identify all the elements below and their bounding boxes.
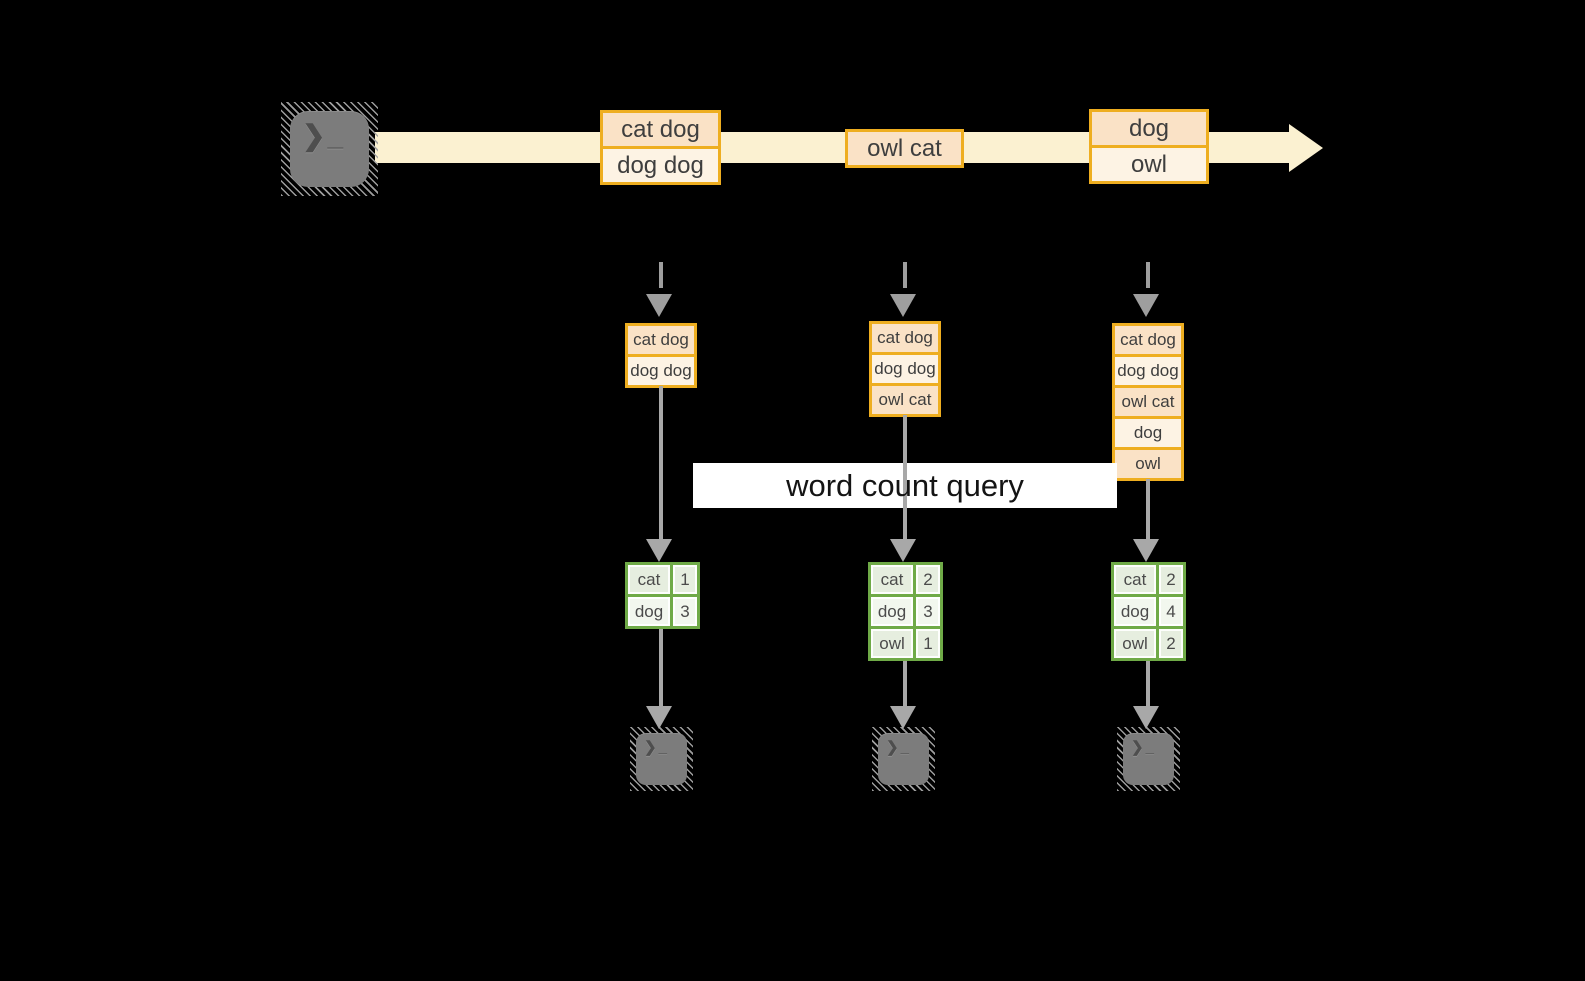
stream-event-2: owl cat [845, 129, 964, 168]
count-value: 3 [673, 597, 697, 626]
terminal-prompt-glyph: ❯_ [1131, 739, 1156, 756]
event-record: owl [1089, 145, 1209, 184]
count-value: 1 [916, 629, 940, 658]
terminal-icon-body: ❯_ [290, 111, 369, 187]
stack-record: dog dog [869, 352, 941, 386]
arrow-line [903, 661, 907, 707]
stream-event-3: dog owl [1089, 109, 1209, 184]
stack-record: dog [1112, 416, 1184, 450]
dashed-arrow-head [890, 294, 916, 317]
arrow-line [659, 386, 663, 540]
terminal-icon-body: ❯_ [878, 733, 929, 785]
count-value: 1 [673, 565, 697, 594]
count-word: dog [1114, 597, 1156, 626]
terminal-icon-output-1: ❯_ [630, 727, 693, 791]
event-record: owl cat [845, 129, 964, 168]
stack-record: owl cat [1112, 385, 1184, 419]
record-stack-3: cat dog dog dog owl cat dog owl [1112, 323, 1184, 481]
count-word: dog [628, 597, 670, 626]
event-record: cat dog [600, 110, 721, 149]
count-value: 3 [916, 597, 940, 626]
count-word: dog [871, 597, 913, 626]
terminal-icon-body: ❯_ [636, 733, 687, 785]
record-stack-2: cat dog dog dog owl cat [869, 321, 941, 417]
dashed-arrow-head [1133, 294, 1159, 317]
dashed-arrow-head [646, 294, 672, 317]
arrow-head [646, 706, 672, 729]
stack-record: cat dog [1112, 323, 1184, 357]
event-record: dog dog [600, 146, 721, 185]
count-word: cat [1114, 565, 1156, 594]
arrow-head [1133, 706, 1159, 729]
count-value: 2 [1159, 565, 1183, 594]
terminal-icon-body: ❯_ [1123, 733, 1174, 785]
arrow-head [1133, 539, 1159, 562]
terminal-icon-output-3: ❯_ [1117, 727, 1180, 791]
stack-record: owl cat [869, 383, 941, 417]
event-record: dog [1089, 109, 1209, 148]
count-value: 2 [916, 565, 940, 594]
count-value: 4 [1159, 597, 1183, 626]
stream-arrow-head [1289, 124, 1323, 172]
count-table-3: cat 2 dog 4 owl 2 [1111, 562, 1186, 661]
arrow-line [1146, 661, 1150, 707]
record-stack-1: cat dog dog dog [625, 323, 697, 388]
terminal-prompt-glyph: ❯_ [302, 120, 346, 151]
terminal-prompt-glyph: ❯_ [644, 739, 669, 756]
terminal-icon-source: ❯_ [281, 102, 378, 196]
count-table-1: cat 1 dog 3 [625, 562, 700, 629]
arrow-head [646, 539, 672, 562]
query-label: word count query [786, 467, 1024, 503]
count-word: cat [871, 565, 913, 594]
arrow-line [903, 415, 907, 540]
arrow-head [890, 539, 916, 562]
count-word: owl [871, 629, 913, 658]
dashed-arrow-line [1146, 262, 1150, 288]
stack-record: dog dog [1112, 354, 1184, 388]
dashed-arrow-line [659, 262, 663, 288]
arrow-line [659, 629, 663, 707]
count-value: 2 [1159, 629, 1183, 658]
arrow-head [890, 706, 916, 729]
stack-record: owl [1112, 447, 1184, 481]
terminal-prompt-glyph: ❯_ [886, 739, 911, 756]
count-word: owl [1114, 629, 1156, 658]
stream-event-1: cat dog dog dog [600, 110, 721, 185]
terminal-icon-output-2: ❯_ [872, 727, 935, 791]
count-table-2: cat 2 dog 3 owl 1 [868, 562, 943, 661]
stack-record: cat dog [869, 321, 941, 355]
stack-record: cat dog [625, 323, 697, 357]
arrow-line [1146, 479, 1150, 540]
stack-record: dog dog [625, 354, 697, 388]
dashed-arrow-line [903, 262, 907, 288]
count-word: cat [628, 565, 670, 594]
